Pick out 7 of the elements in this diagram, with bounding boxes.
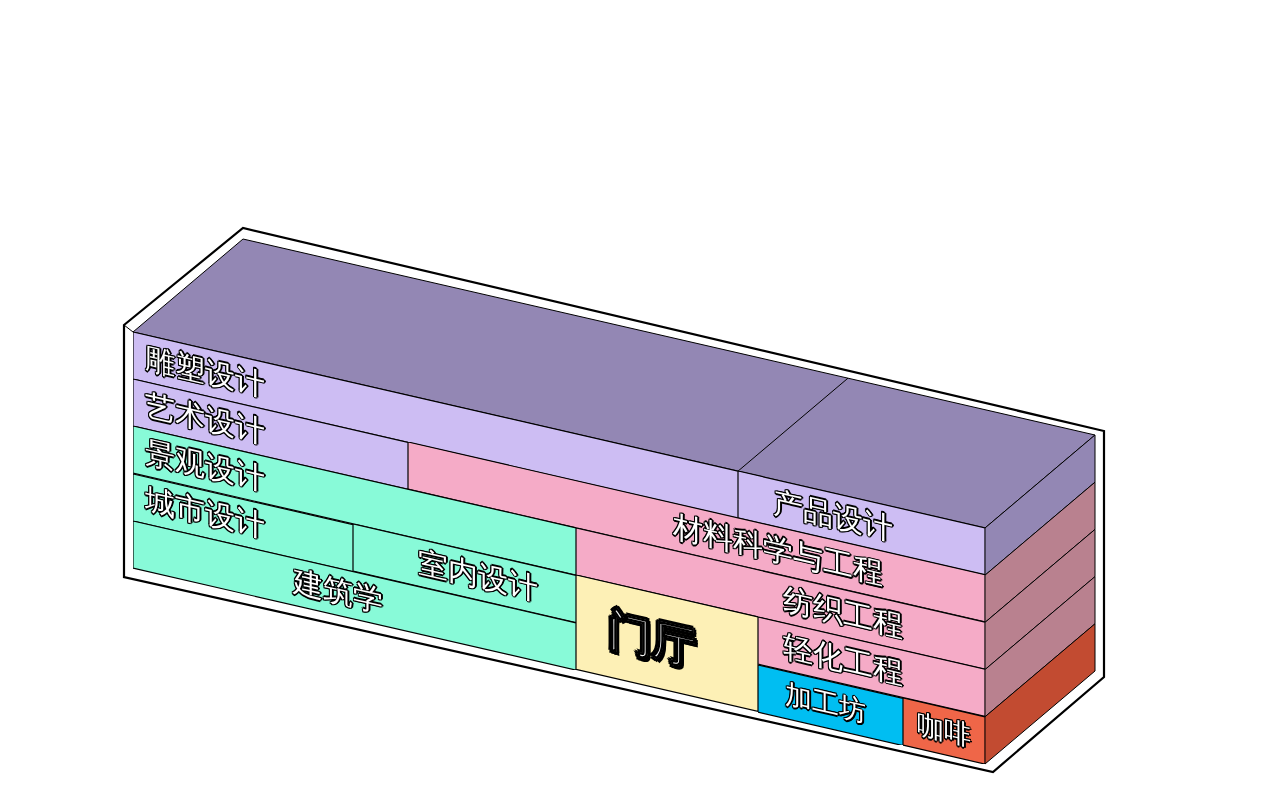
room-block xyxy=(903,697,985,764)
room-block xyxy=(576,575,758,712)
room-label: 咖啡 xyxy=(917,710,971,750)
room-label: 建筑学 xyxy=(293,565,383,617)
room-label: 室内设计 xyxy=(418,547,538,605)
room-label: 加工坊 xyxy=(785,679,866,726)
room-label: 门厅 xyxy=(608,606,696,672)
